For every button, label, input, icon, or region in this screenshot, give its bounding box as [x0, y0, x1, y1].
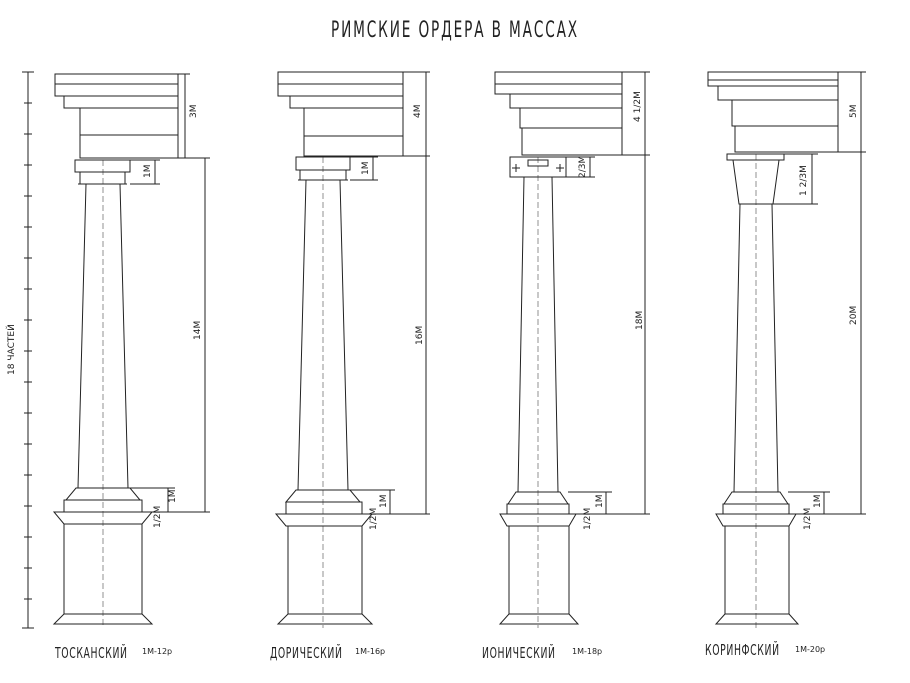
scale-label: 18 ЧАСТЕЙ — [5, 324, 17, 375]
doric-entablature-dim: 4M — [413, 105, 423, 119]
ionic-entablature-dim: 4 1/2M — [633, 91, 643, 122]
doric-shaft-dim: 16M — [415, 326, 425, 345]
corinthian-shaft-dim: 20M — [849, 306, 859, 325]
tuscan-pedestal-cap-dim: 1/2M — [153, 506, 163, 528]
doric-capital-dim: 1M — [361, 162, 371, 176]
ionic-capital-dim: 2/3M — [578, 156, 588, 178]
doric-name: ДОРИЧЕСКИЙ — [270, 644, 343, 662]
doric-pedestal-cap-dim: 1/2M — [369, 508, 379, 530]
order-tuscan — [52, 73, 210, 628]
order-corinthian — [707, 71, 866, 628]
order-ionic — [494, 71, 650, 628]
drawing-title: РИМСКИЕ ОРДЕРА В МАССАХ — [331, 18, 579, 43]
tuscan-base-dim: 1M — [168, 490, 178, 504]
corinthian-entablature-dim: 5M — [849, 105, 859, 119]
corinthian-base-dim: 1M — [813, 495, 823, 509]
order-doric — [274, 71, 430, 628]
corinthian-capital-dim: 1 2/3M — [799, 165, 809, 196]
ionic-module: 1M-18p — [572, 647, 602, 656]
ionic-base-dim: 1M — [595, 495, 605, 509]
scale-bar — [22, 71, 34, 629]
ionic-pedestal-cap-dim: 1/2M — [583, 508, 593, 530]
corinthian-name: КОРИНФСКИЙ — [705, 641, 780, 659]
tuscan-shaft-dim: 14M — [193, 321, 203, 340]
ionic-name: ИОНИЧЕСКИЙ — [482, 644, 556, 662]
tuscan-entablature-dim: 3M — [189, 105, 199, 119]
doric-module: 1M-16p — [355, 647, 385, 656]
ionic-shaft-dim: 18M — [635, 311, 645, 330]
tuscan-capital-dim: 1M — [143, 165, 153, 179]
corinthian-pedestal-cap-dim: 1/2M — [803, 508, 813, 530]
corinthian-module: 1M-20p — [795, 645, 825, 654]
tuscan-name: ТОСКАНСКИЙ — [54, 644, 127, 662]
doric-base-dim: 1M — [379, 495, 389, 509]
tuscan-module: 1M-12p — [142, 647, 172, 656]
